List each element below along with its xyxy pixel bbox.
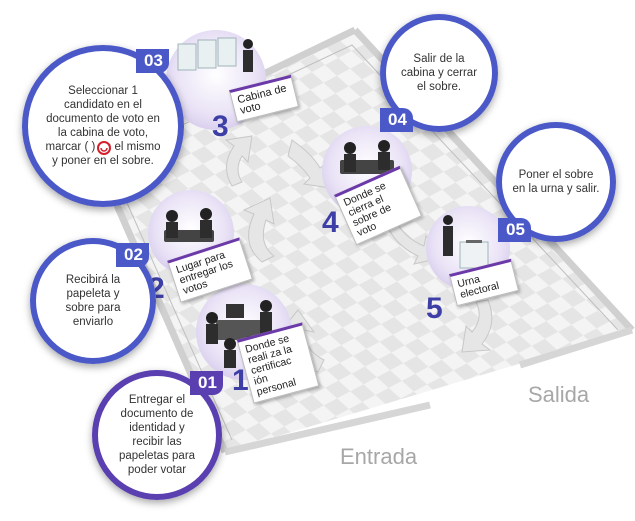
voting-booth-icon xyxy=(177,37,253,72)
flow-arrow-3-up xyxy=(224,135,253,187)
station-2-illustration xyxy=(148,190,234,276)
station-4-number: 4 xyxy=(322,206,339,239)
step-3-badge: 03 xyxy=(136,49,169,73)
step-1-badge: 01 xyxy=(190,371,223,395)
table-people-icon xyxy=(164,208,214,242)
entrance-label: Entrada xyxy=(340,444,418,469)
station-5-number: 5 xyxy=(426,292,443,325)
floor-wall-front xyxy=(224,401,431,456)
step-1-text: Entregar el documento de identidad y rec… xyxy=(118,394,196,476)
step-5-badge: 05 xyxy=(498,218,531,242)
step-5-text: Poner el sobre en la urna y salir. xyxy=(512,169,600,195)
flow-arrows xyxy=(224,135,493,373)
step-5-bubble: Poner el sobre en la urna y salir. xyxy=(496,122,616,242)
step-2-bubble: Recibirá la papeleta y sobre para enviar… xyxy=(30,238,156,364)
step-2-text: Recibirá la papeleta y sobre para enviar… xyxy=(65,274,121,328)
sealing-table-icon xyxy=(340,140,394,174)
step-4-text: Salir de la cabina y cerrar el sobre. xyxy=(400,53,478,93)
flow-arrow-2-3 xyxy=(242,197,275,263)
station-1-number: 1 xyxy=(232,364,249,397)
flow-arrow-5-exit xyxy=(461,299,493,353)
step-2-badge: 02 xyxy=(116,243,149,267)
step-4-badge: 04 xyxy=(380,108,413,132)
floor-wall-exit xyxy=(518,326,634,369)
mark-circle-icon xyxy=(97,141,111,155)
exit-label: Salida xyxy=(528,382,590,407)
station-3-number: 3 xyxy=(212,110,229,143)
flow-arrow-3-4 xyxy=(287,139,331,189)
